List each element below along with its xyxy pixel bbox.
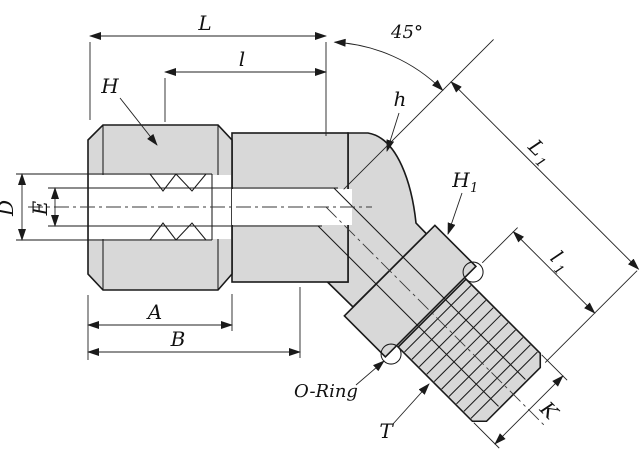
leader-h [386, 112, 400, 152]
dimension-oring: O-Ring [294, 360, 385, 402]
leader-oring [355, 360, 385, 386]
dimension-line-K [494, 375, 564, 445]
dim-label-L: L [197, 11, 211, 35]
dim-label-D: D [0, 200, 18, 217]
dimension-H: H [100, 74, 158, 146]
angle-arc [333, 38, 444, 92]
branch-bore-lines [317, 187, 526, 407]
leader-H1 [447, 192, 463, 235]
dimension-h: h [386, 87, 407, 152]
extension-lines-L1 [343, 39, 638, 363]
fitting-body [16, 124, 546, 427]
leader-H [119, 97, 158, 146]
extension-lines-L [89, 42, 327, 136]
dim-label-l: l [239, 47, 245, 71]
dimension-line-l1 [512, 231, 596, 314]
bore-lines [48, 187, 338, 227]
label-o-ring: O-Ring [294, 381, 358, 402]
ferrule-profile [149, 173, 207, 241]
dimension-l: l [164, 47, 327, 122]
dim-label-l1: l [546, 246, 568, 268]
leader-T [392, 383, 430, 425]
dim-label-H1-sub: 1 [470, 181, 478, 196]
dimension-D: D [0, 173, 26, 241]
dimension-H1: H 1 [447, 168, 478, 235]
dim-label-45: 45° [390, 22, 423, 43]
dimension-angle-45: 45° [333, 22, 444, 92]
dim-label-H1: H [451, 168, 470, 192]
dim-label-A: A [146, 300, 162, 324]
dim-label-E: E [28, 200, 52, 216]
dim-label-B: B [170, 327, 186, 351]
dimension-L: L [89, 11, 327, 136]
dim-label-T: T [379, 419, 394, 443]
dim-label-h: h [394, 87, 407, 111]
extension-line-l1 [481, 227, 518, 264]
dimension-A: A [87, 294, 233, 360]
dimension-E: E [28, 187, 59, 227]
dimension-line-L1 [450, 81, 640, 270]
dimension-B: B [87, 287, 301, 358]
dimension-T: T [379, 383, 430, 443]
dim-label-L1: L [523, 134, 550, 161]
tube-hole-lines [16, 173, 212, 241]
dim-label-H: H [100, 74, 119, 98]
